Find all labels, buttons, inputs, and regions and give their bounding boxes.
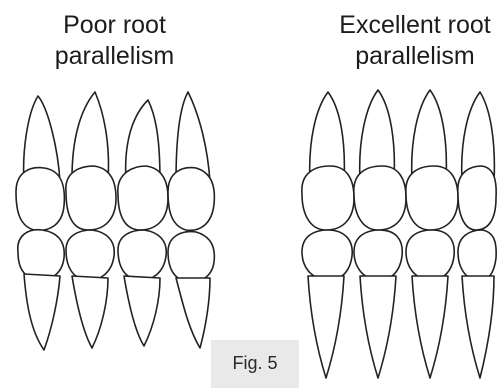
poor-lower-crown-4 xyxy=(168,232,214,283)
poor-lower-crown-2 xyxy=(66,230,114,280)
poor-parallelism-group xyxy=(16,92,214,350)
poor-lower-crown-3 xyxy=(118,230,166,280)
poor-upper-crown-4 xyxy=(168,168,214,231)
figure-label: Fig. 5 xyxy=(211,353,299,374)
excellent-lower-crown-4 xyxy=(458,230,496,280)
poor-lower-root-2 xyxy=(72,276,108,348)
excellent-upper-crown-3 xyxy=(406,166,458,230)
excellent-upper-crown-4 xyxy=(458,166,496,230)
excellent-parallelism-group xyxy=(302,90,496,378)
excellent-upper-crown-1 xyxy=(302,166,354,230)
poor-lower-root-4 xyxy=(176,278,210,348)
excellent-lower-crown-1 xyxy=(302,230,352,280)
excellent-upper-crown-2 xyxy=(354,166,406,230)
poor-upper-crown-1 xyxy=(16,168,64,231)
excellent-lower-crown-3 xyxy=(406,230,454,280)
poor-lower-root-3 xyxy=(124,276,160,346)
excellent-lower-root-1 xyxy=(308,276,344,378)
excellent-lower-root-4 xyxy=(462,276,494,378)
poor-upper-crown-3 xyxy=(118,166,168,230)
excellent-lower-crown-2 xyxy=(354,230,402,280)
poor-upper-crown-2 xyxy=(66,166,116,230)
poor-lower-root-1 xyxy=(24,274,60,350)
excellent-lower-root-3 xyxy=(412,276,448,378)
poor-lower-crown-1 xyxy=(18,230,64,281)
excellent-lower-root-2 xyxy=(360,276,396,378)
